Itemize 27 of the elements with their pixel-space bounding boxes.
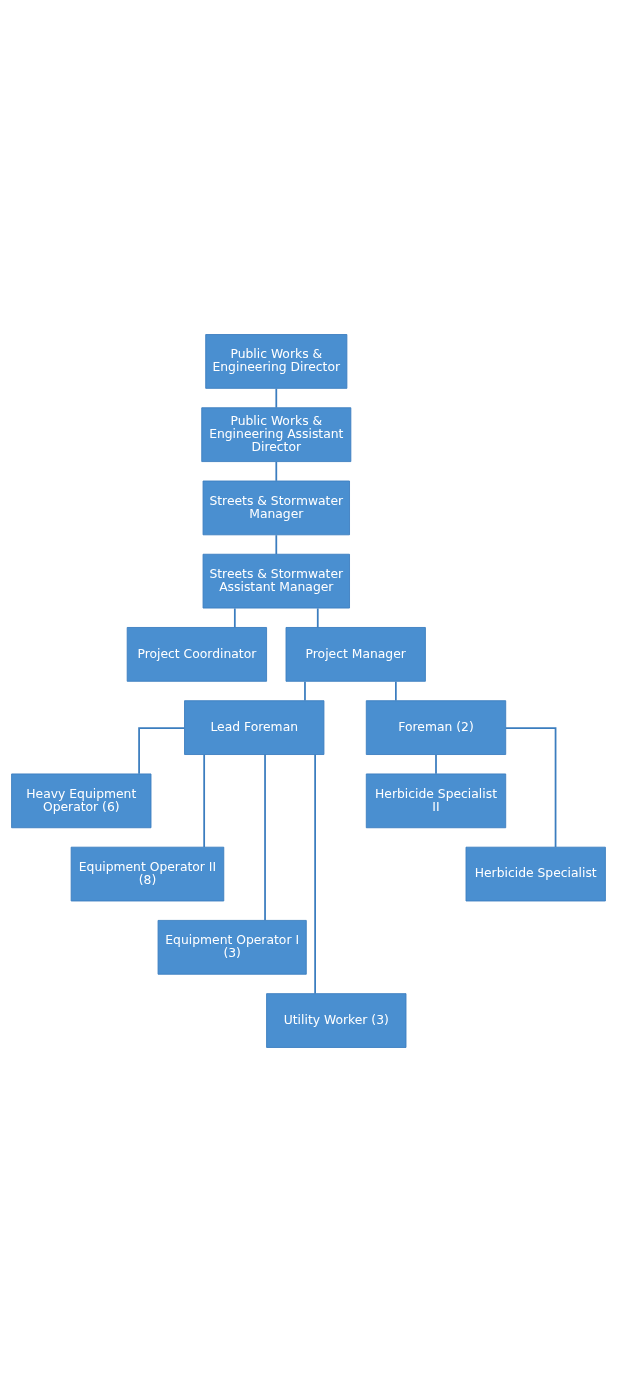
connector bbox=[138, 727, 186, 775]
connector bbox=[505, 727, 557, 848]
node-box: Project Coordinator bbox=[126, 627, 268, 682]
connector bbox=[394, 680, 397, 702]
node-box: Foreman (2) bbox=[365, 700, 507, 755]
node-box: Lead Foreman bbox=[184, 700, 325, 755]
node-box: Herbicide Specialist II bbox=[365, 773, 507, 829]
node-box: Streets & Stormwater Manager bbox=[202, 480, 350, 536]
connector bbox=[314, 753, 316, 995]
node-box: Herbicide Specialist bbox=[465, 846, 606, 902]
connector bbox=[316, 607, 319, 629]
connector bbox=[275, 461, 278, 482]
connector bbox=[203, 753, 206, 848]
node-box: Equipment Operator I (3) bbox=[157, 919, 307, 975]
node-box: Streets & Stormwater Assistant Manager bbox=[202, 553, 350, 609]
connector bbox=[435, 754, 437, 775]
node-box: Public Works & Engineering Assistant Director bbox=[201, 407, 352, 463]
node-box: Project Manager bbox=[285, 627, 426, 682]
node-box: Public Works & Engineering Director bbox=[205, 334, 348, 389]
node-box: Heavy Equipment Operator (6) bbox=[11, 773, 152, 829]
connector bbox=[275, 387, 278, 409]
connector bbox=[233, 607, 236, 629]
connector bbox=[275, 534, 278, 555]
connector bbox=[264, 753, 266, 922]
node-box: Equipment Operator II (8) bbox=[70, 846, 225, 902]
connector bbox=[304, 680, 306, 702]
node-box: Utility Worker (3) bbox=[266, 993, 407, 1048]
